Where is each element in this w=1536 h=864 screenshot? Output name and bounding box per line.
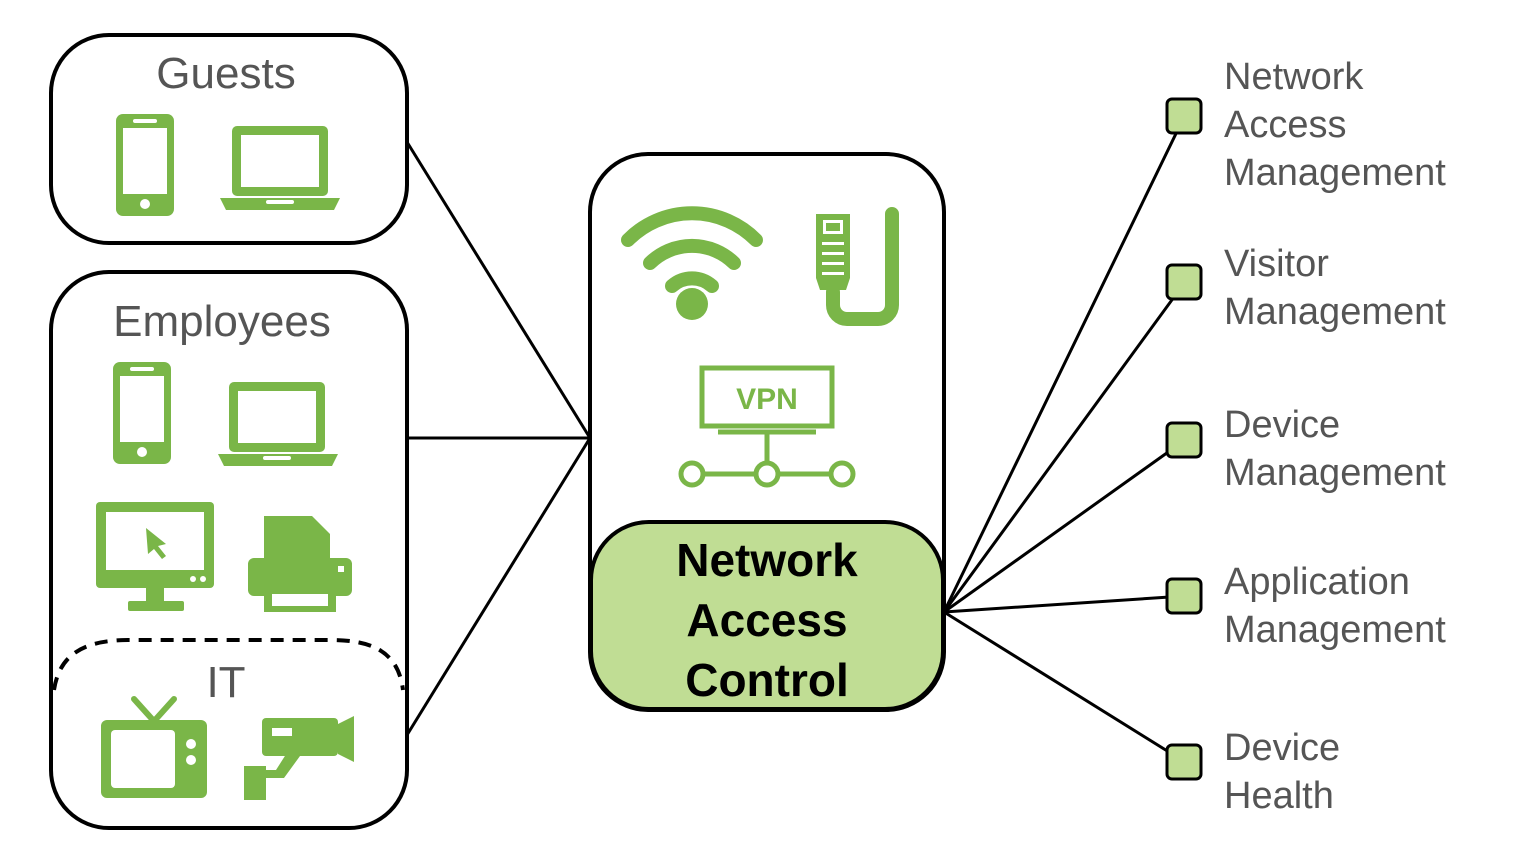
feature-labels: Network Access Management Visitor Manage… [1224, 56, 1446, 817]
feature-label: Application Management [1224, 561, 1446, 651]
feature-node [1165, 421, 1203, 459]
laptop-icon [220, 126, 340, 210]
left-connectors [405, 141, 592, 736]
guests-label: Guests [156, 49, 295, 98]
feature-node [1165, 263, 1203, 301]
ethernet-cable-icon [816, 207, 899, 326]
smartphone-icon [116, 114, 174, 216]
tv-icon [101, 696, 207, 798]
wifi-icon [621, 206, 763, 320]
feature-node [1165, 743, 1203, 781]
employees-group: Employees [49, 270, 409, 830]
printer-icon [248, 516, 352, 612]
it-subgroup: IT [52, 638, 405, 707]
monitor-icon [96, 502, 214, 611]
employees-label: Employees [113, 297, 331, 346]
laptop-icon [218, 382, 338, 466]
vpn-label: VPN [736, 383, 798, 416]
feature-label: Network Access Management [1224, 56, 1446, 194]
feature-node [1165, 577, 1203, 615]
nac-title-line-1: Network [676, 534, 858, 586]
security-camera-icon [244, 716, 354, 800]
feature-label: Visitor Management [1224, 243, 1446, 333]
right-connectors [942, 114, 1187, 764]
guests-group: Guests [49, 33, 409, 245]
nac-title-panel [589, 520, 945, 711]
feature-label: Device Health [1224, 727, 1351, 817]
vpn-network-icon: VPN [678, 365, 856, 488]
it-label: IT [206, 658, 245, 707]
nac-hub: VPN Network Access Control [588, 152, 946, 712]
smartphone-icon [113, 362, 171, 464]
feature-node [1165, 97, 1203, 135]
nac-title-line-3: Control [685, 654, 849, 706]
feature-label: Device Management [1224, 404, 1446, 494]
nac-title-line-2: Access [686, 594, 847, 646]
feature-nodes [1165, 97, 1203, 781]
